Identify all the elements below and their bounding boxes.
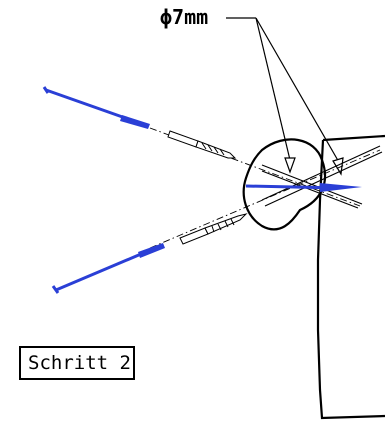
lower-blue-pin bbox=[51, 243, 165, 294]
step-label-box bbox=[19, 346, 135, 380]
upper-drill-bit bbox=[167, 130, 237, 159]
lower-drill-bit bbox=[179, 213, 248, 245]
step-label: Schritt 2 bbox=[28, 352, 131, 374]
inserted-blue-pin bbox=[245, 183, 362, 192]
callout-leader-lines bbox=[226, 17, 344, 176]
joint-lobe-outline bbox=[242, 138, 327, 231]
upper-blue-pin bbox=[42, 86, 150, 129]
diameter-callout-label: ϕ7mm bbox=[160, 5, 209, 29]
mounting-plate-outline bbox=[316, 134, 385, 420]
lower-drill-axis bbox=[149, 145, 383, 249]
